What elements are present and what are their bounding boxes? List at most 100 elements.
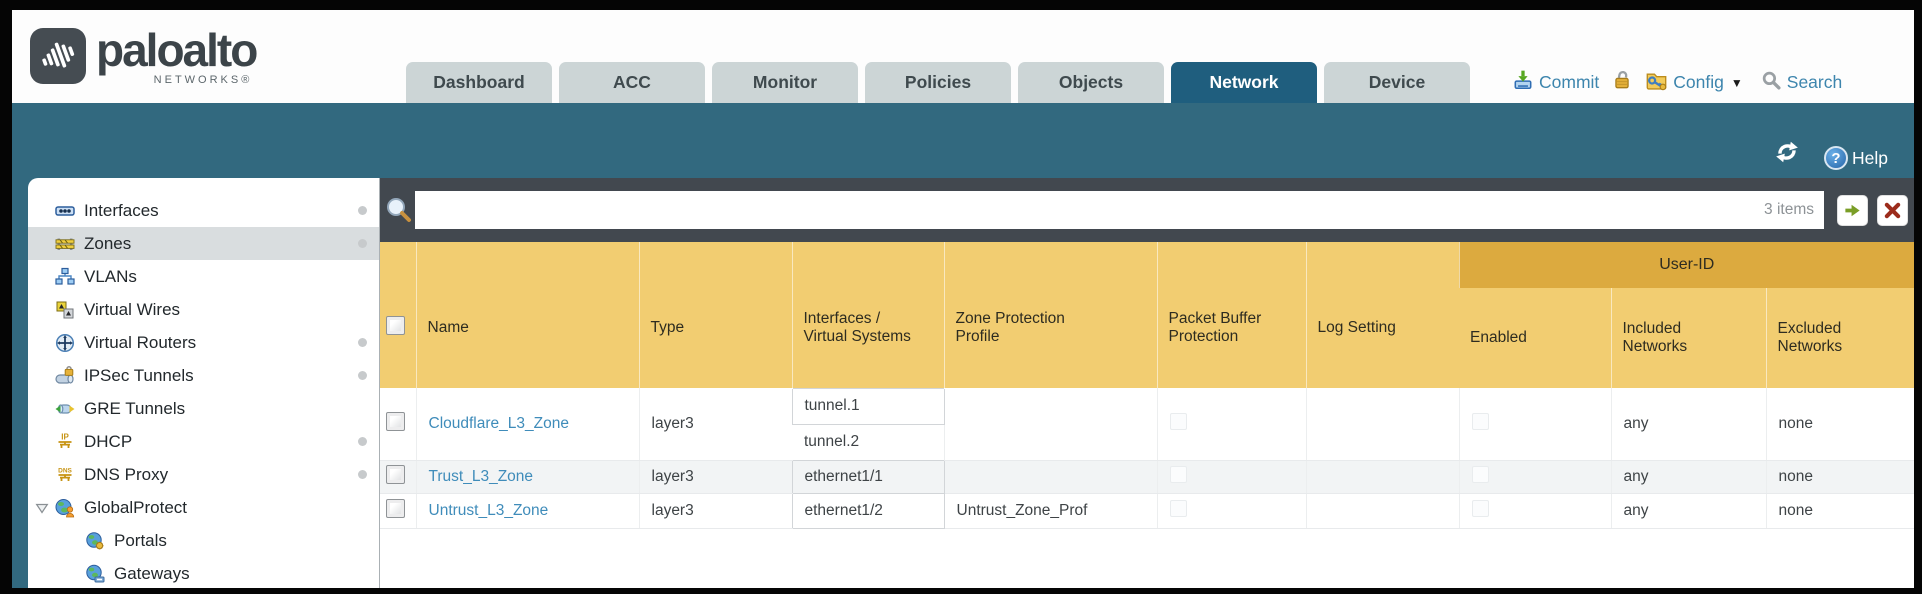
- search-icon: [1761, 70, 1782, 96]
- included-networks-cell: any: [1610, 388, 1766, 461]
- zone-type: layer3: [638, 493, 792, 529]
- sidebar-item-label: Portals: [114, 530, 167, 550]
- main-tabs: Dashboard ACC Monitor Policies Objects N…: [406, 62, 1470, 103]
- tab-objects[interactable]: Objects: [1018, 62, 1164, 103]
- tab-acc[interactable]: ACC: [559, 62, 705, 103]
- sidebar-item-vlans[interactable]: VLANs: [28, 260, 379, 293]
- packet-buffer-cell: [1156, 493, 1306, 529]
- col-header-packet-buffer[interactable]: Packet Buffer Protection: [1156, 242, 1306, 388]
- zones-icon: [55, 234, 75, 254]
- zone-name-link[interactable]: Cloudflare_L3_Zone: [428, 414, 569, 432]
- sidebar-item-label: Zones: [84, 233, 132, 253]
- packet-buffer-cell: [1156, 460, 1306, 494]
- userid-enabled-cell: [1458, 460, 1611, 494]
- zone-name-link[interactable]: Untrust_L3_Zone: [428, 501, 549, 519]
- status-dot: [358, 206, 367, 215]
- tab-dashboard[interactable]: Dashboard: [406, 62, 552, 103]
- log-setting-cell: [1305, 493, 1459, 529]
- sidebar-item-gateways[interactable]: Gateways: [28, 557, 379, 588]
- tab-policies[interactable]: Policies: [865, 62, 1011, 103]
- zone-name-link[interactable]: Trust_L3_Zone: [428, 467, 534, 485]
- zone-interface: tunnel.2: [792, 423, 945, 461]
- help-icon: ?: [1824, 146, 1848, 170]
- sidebar-item-virtual-wires[interactable]: Virtual Wires: [28, 293, 379, 326]
- sidebar-item-label: DNS Proxy: [84, 464, 169, 484]
- paloalto-logo-icon: [30, 28, 86, 84]
- col-header-zone-protection[interactable]: Zone Protection Profile: [943, 242, 1157, 388]
- included-networks-cell: any: [1610, 460, 1766, 494]
- apply-filter-button[interactable]: [1837, 194, 1868, 226]
- top-header: paloalto NETWORKS® Dashboard ACC Monitor…: [12, 10, 1914, 103]
- tab-monitor[interactable]: Monitor: [712, 62, 858, 103]
- help-button[interactable]: ? Help: [1824, 146, 1888, 170]
- search-label: Search: [1786, 72, 1843, 92]
- config-label: Config: [1673, 72, 1724, 92]
- packet-buffer-checkbox: [1169, 465, 1187, 483]
- sidebar-item-gre-tunnels[interactable]: GRE Tunnels: [28, 392, 379, 425]
- search-button[interactable]: Search: [1761, 70, 1842, 96]
- sidebar-item-zones[interactable]: Zones: [28, 227, 379, 260]
- config-dropdown[interactable]: Config ▼: [1645, 69, 1743, 97]
- config-icon: [1645, 69, 1668, 97]
- network-sidebar: Interfaces Zones VLANs: [28, 178, 380, 588]
- filter-input[interactable]: [415, 191, 1824, 229]
- portals-icon: [85, 531, 105, 551]
- sidebar-item-portals[interactable]: Portals: [28, 524, 379, 557]
- refresh-icon[interactable]: [1774, 139, 1800, 170]
- col-header-enabled[interactable]: Enabled: [1459, 288, 1611, 388]
- header-actions: Commit Con: [1506, 62, 1848, 103]
- excluded-networks-cell: none: [1765, 460, 1914, 494]
- zone-type: layer3: [638, 388, 792, 461]
- sidebar-item-label: VLANs: [84, 266, 137, 286]
- brand-name: paloalto: [96, 24, 258, 76]
- zone-protection-profile: [943, 388, 1157, 461]
- zone-type: layer3: [638, 460, 792, 494]
- dhcp-icon: IP: [55, 432, 75, 452]
- excluded-networks-cell: none: [1765, 388, 1914, 461]
- col-header-type[interactable]: Type: [638, 242, 792, 388]
- virtual-wires-icon: [55, 300, 75, 320]
- ipsec-tunnels-icon: [55, 365, 75, 386]
- col-header-included-networks[interactable]: Included Networks: [1610, 288, 1766, 388]
- tab-device[interactable]: Device: [1324, 62, 1470, 103]
- included-networks-cell: any: [1610, 493, 1766, 529]
- vlans-icon: [55, 267, 75, 287]
- col-header-interfaces[interactable]: Interfaces / Virtual Systems: [791, 242, 944, 388]
- sidebar-item-label: Virtual Wires: [84, 299, 181, 319]
- sidebar-item-ipsec-tunnels[interactable]: IPSec Tunnels: [28, 359, 379, 392]
- sidebar-item-dhcp[interactable]: IP DHCP: [28, 425, 379, 458]
- select-all-checkbox[interactable]: [386, 316, 405, 335]
- commit-button[interactable]: Commit: [1512, 69, 1599, 96]
- zone-interface: tunnel.1: [791, 387, 945, 425]
- status-dot: [358, 470, 367, 479]
- col-header-name[interactable]: Name: [415, 242, 639, 388]
- table-row: tunnel.2: [380, 423, 1914, 461]
- tab-network[interactable]: Network: [1171, 62, 1317, 103]
- main-content: 3 items: [380, 178, 1914, 588]
- userid-enabled-cell: [1458, 388, 1611, 461]
- log-setting-cell: [1305, 388, 1459, 461]
- log-setting-cell: [1305, 460, 1459, 494]
- clear-filter-button[interactable]: [1877, 194, 1908, 226]
- paloalto-logo: paloalto NETWORKS®: [30, 24, 258, 86]
- chevron-down-icon: ▼: [1730, 75, 1743, 90]
- sidebar-item-interfaces[interactable]: Interfaces: [28, 194, 379, 227]
- status-dot: [358, 437, 367, 446]
- col-header-excluded-networks[interactable]: Excluded Networks: [1765, 288, 1914, 388]
- zones-table: Name Type Interfaces / Virtual Systems Z…: [380, 242, 1914, 529]
- col-header-log-setting[interactable]: Log Setting: [1305, 242, 1459, 388]
- dns-proxy-icon: DNS: [55, 465, 75, 485]
- row-checkbox[interactable]: [386, 498, 405, 518]
- content-panel: Interfaces Zones VLANs: [28, 178, 1914, 588]
- chevron-down-icon[interactable]: [34, 500, 50, 516]
- userid-enabled-checkbox: [1471, 412, 1489, 430]
- sidebar-item-dns-proxy[interactable]: DNS DNS Proxy: [28, 458, 379, 491]
- lock-icon[interactable]: [1611, 69, 1633, 96]
- sidebar-item-virtual-routers[interactable]: Virtual Routers: [28, 326, 379, 359]
- row-checkbox[interactable]: [386, 411, 405, 431]
- sidebar-item-globalprotect[interactable]: GlobalProtect: [28, 491, 379, 524]
- status-dot: [358, 338, 367, 347]
- sidebar-item-label: Gateways: [114, 563, 190, 583]
- excluded-networks-cell: none: [1765, 493, 1914, 529]
- row-checkbox[interactable]: [386, 464, 405, 484]
